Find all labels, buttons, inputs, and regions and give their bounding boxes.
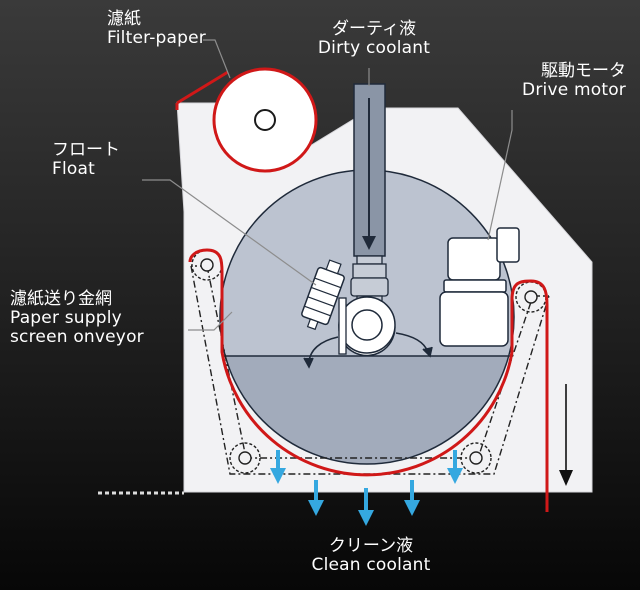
label-float: フロート Float bbox=[52, 140, 120, 180]
label-conveyor: 濾紙送り金網 Paper supply screen onveyor bbox=[10, 289, 144, 348]
filter-paper-path bbox=[176, 70, 549, 512]
conveyor-jp: 濾紙送り金網 bbox=[10, 289, 112, 309]
float-jp: フロート bbox=[52, 140, 120, 160]
label-drive-motor: 駆動モータ Drive motor bbox=[498, 61, 626, 101]
dirty-coolant-jp: ダーティ液 bbox=[332, 19, 416, 39]
filter-paper-en: Filter-paper bbox=[107, 28, 206, 49]
leader-filter-paper bbox=[203, 39, 231, 79]
label-dirty-coolant: ダーティ液 Dirty coolant bbox=[309, 19, 439, 59]
paper-exit-arrow bbox=[559, 384, 573, 486]
outlet-nozzle bbox=[338, 296, 396, 357]
roller-bottom-left bbox=[229, 442, 261, 474]
clean-coolant-en: Clean coolant bbox=[311, 555, 431, 576]
filter-paper-roll bbox=[212, 67, 318, 173]
roll-core bbox=[254, 109, 276, 131]
dirty-coolant-pipe bbox=[350, 83, 389, 305]
leader-float bbox=[142, 179, 317, 286]
dirty-coolant-en: Dirty coolant bbox=[317, 38, 431, 59]
drive-motor-jp: 駆動モータ bbox=[541, 61, 626, 81]
label-filter-paper: 濾紙 Filter-paper bbox=[107, 9, 206, 49]
conveyor-en-2: screen onveyor bbox=[10, 327, 144, 348]
leader-drive-motor bbox=[487, 110, 513, 241]
drive-motor-en: Drive motor bbox=[522, 80, 626, 101]
leader-conveyor bbox=[188, 311, 233, 331]
clean-coolant-jp: クリーン液 bbox=[328, 536, 414, 556]
roller-bottom-right bbox=[460, 442, 492, 474]
label-clean-coolant: クリーン液 Clean coolant bbox=[296, 536, 446, 576]
float-en: Float bbox=[52, 159, 95, 180]
drive-motor bbox=[439, 227, 520, 347]
leader-lines bbox=[142, 39, 513, 331]
float bbox=[301, 259, 345, 331]
drum-flow-arrows bbox=[303, 332, 433, 369]
filter-paper-jp: 濾紙 bbox=[107, 9, 141, 29]
conveyor-en-1: Paper supply bbox=[10, 308, 122, 329]
clean-coolant-arrows bbox=[270, 450, 463, 526]
screen-conveyor-loop bbox=[190, 265, 550, 475]
